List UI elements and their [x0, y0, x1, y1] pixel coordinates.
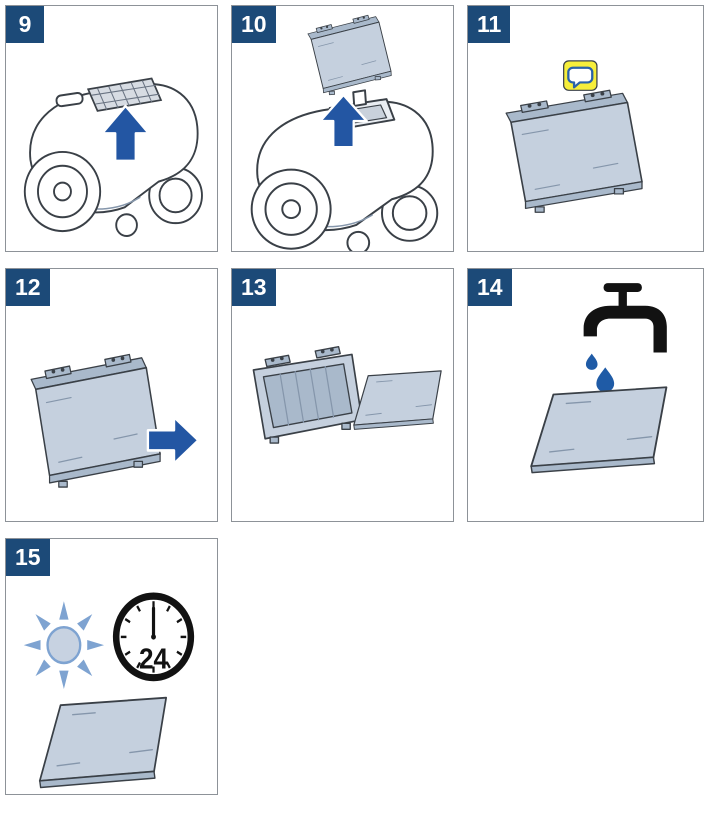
step-panel-15: 15	[5, 538, 218, 795]
up-arrow-icon	[100, 104, 151, 163]
step-9-badge: 9	[6, 6, 44, 43]
filter-grille	[86, 77, 163, 112]
step-13-number: 13	[241, 274, 267, 300]
carry-handle	[55, 91, 84, 108]
up-arrow-icon	[319, 93, 368, 149]
step-15-number: 15	[15, 544, 41, 570]
filter-frame	[252, 345, 363, 444]
step-panel-12: 12	[5, 268, 218, 522]
faucet-icon	[583, 283, 667, 353]
filter-cassette	[30, 353, 162, 488]
step-14-badge: 14	[468, 269, 512, 306]
foam-filter	[530, 386, 668, 474]
filter-cassette	[306, 13, 393, 97]
step-9-number: 9	[18, 11, 32, 37]
step-11-number: 11	[477, 11, 502, 37]
step-13-illustration	[252, 345, 442, 444]
step-15-illustration: 24	[23, 592, 195, 789]
right-arrow-icon	[146, 415, 200, 465]
step-11-badge: 11	[468, 6, 511, 43]
step-10-number: 10	[241, 11, 267, 37]
filter-cassette	[505, 89, 643, 214]
clock-label: 24	[139, 642, 169, 674]
step-15-badge: 15	[6, 539, 50, 576]
step-9-illustration	[23, 77, 203, 238]
step-12-illustration	[30, 353, 200, 488]
step-panel-10: 10	[231, 5, 454, 252]
step-panel-14: 14	[467, 268, 704, 522]
lid-latch	[352, 89, 367, 107]
step-12-number: 12	[15, 274, 41, 300]
step-10-badge: 10	[232, 6, 276, 43]
foam-filter	[38, 696, 168, 789]
step-10-illustration	[250, 13, 439, 251]
water-drop-icon	[596, 367, 615, 393]
step-panel-13: 13	[231, 268, 454, 522]
step-13-badge: 13	[232, 269, 276, 306]
speech-bubble-icon	[563, 60, 598, 91]
sun-icon	[23, 601, 105, 689]
clock-center	[151, 634, 156, 640]
foam-filter	[353, 370, 442, 431]
step-11-illustration	[505, 60, 643, 214]
clock-ticks	[120, 601, 187, 673]
step-14-illustration	[530, 283, 668, 474]
step-panel-11: 11	[467, 5, 704, 252]
water-drop-icon	[585, 353, 598, 370]
step-14-number: 14	[477, 274, 503, 300]
vacuum-cleaner	[23, 77, 203, 238]
step-panel-9: 9	[5, 5, 218, 252]
step-12-badge: 12	[6, 269, 50, 306]
clock-icon: 24	[112, 592, 195, 682]
